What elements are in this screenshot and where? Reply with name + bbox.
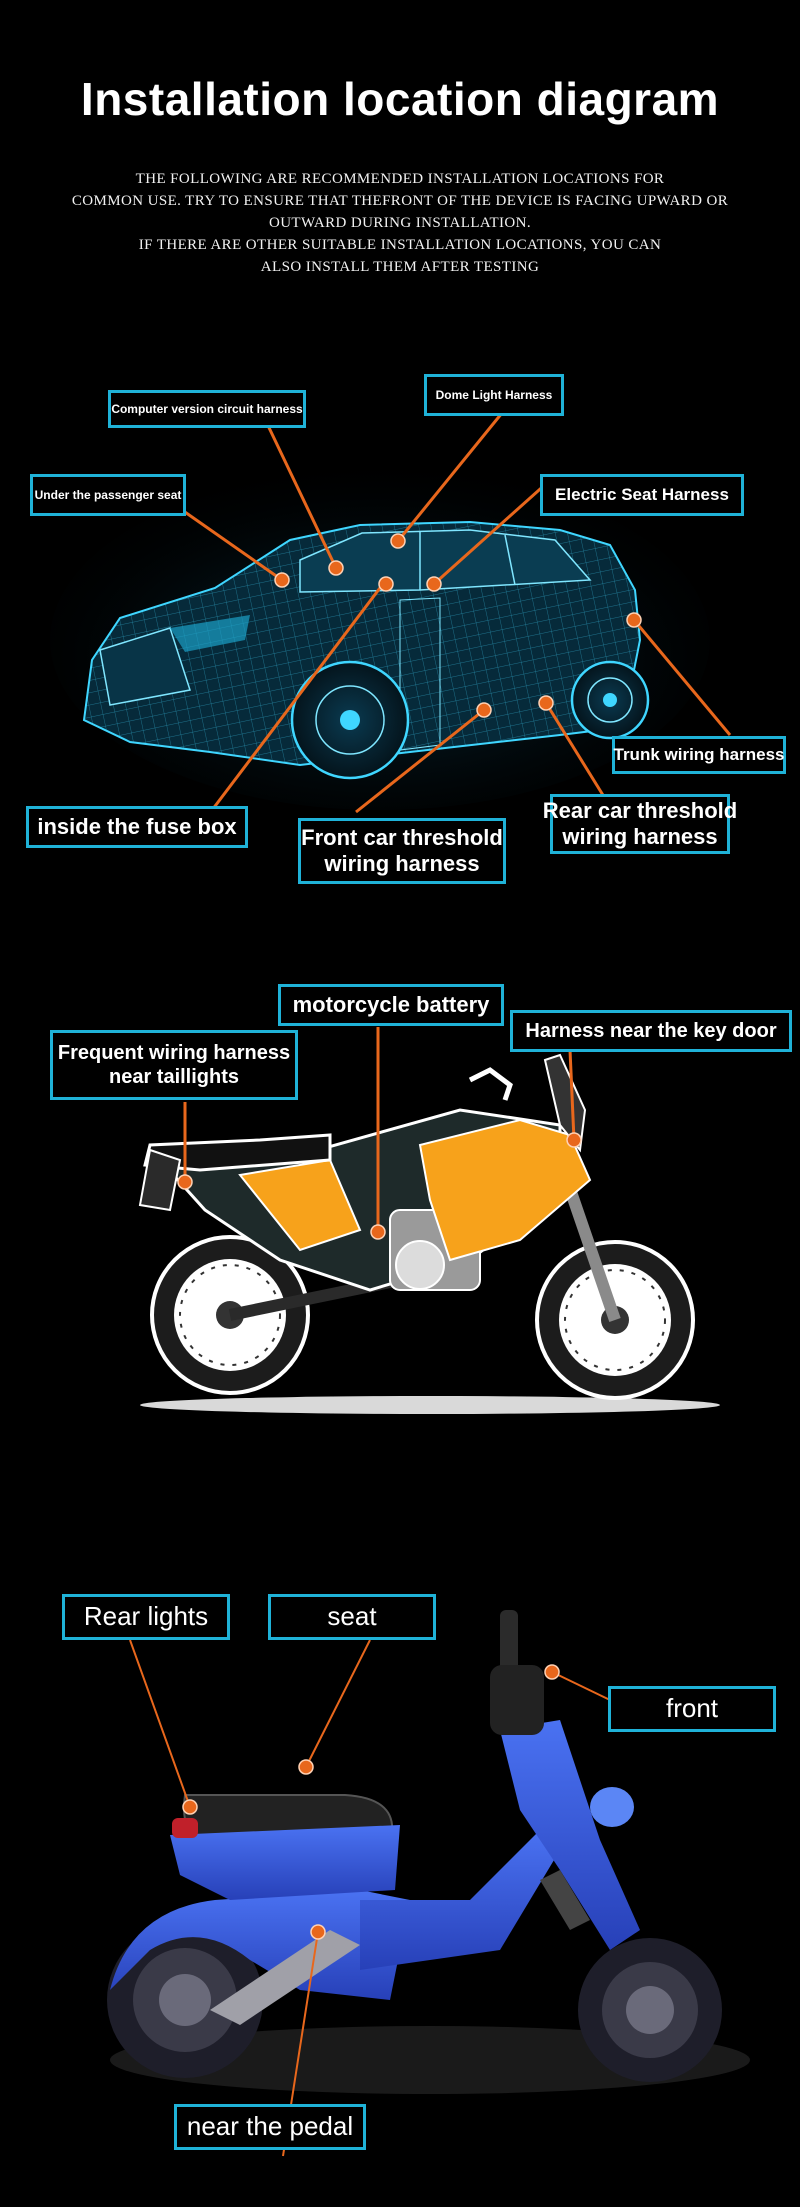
callout-seat: seat bbox=[268, 1594, 436, 1640]
callout-dome-light: Dome Light Harness bbox=[424, 374, 564, 416]
car-section: Computer version circuit harness Dome Li… bbox=[0, 0, 800, 900]
intro-text: THE FOLLOWING ARE RECOMMENDED INSTALLATI… bbox=[40, 168, 760, 278]
intro-line: OUTWARD DURING INSTALLATION. bbox=[268, 215, 532, 231]
callout-taillights: Frequent wiring harness near taillights bbox=[50, 1030, 298, 1100]
intro-line: COMMON USE. TRY TO ENSURE THAT THEFRONT … bbox=[71, 193, 729, 209]
callout-key-door: Harness near the key door bbox=[510, 1010, 792, 1052]
page-title: Installation location diagram bbox=[80, 73, 720, 125]
motorcycle-section: motorcycle battery Frequent wiring harne… bbox=[0, 960, 800, 1430]
callout-rear-threshold-line2: wiring harness bbox=[562, 824, 718, 849]
callout-fuse-box: inside the fuse box bbox=[26, 806, 248, 848]
motorcycle-illustration bbox=[138, 1027, 720, 1414]
callout-taillights-line2: near taillights bbox=[108, 1066, 240, 1088]
callout-passenger-seat: Under the passenger seat bbox=[30, 474, 186, 516]
car-illustration bbox=[50, 412, 732, 827]
callout-electric-seat: Electric Seat Harness bbox=[540, 474, 744, 516]
scooter-illustration bbox=[107, 1610, 750, 2157]
callout-taillights-line1: Frequent wiring harness bbox=[57, 1042, 291, 1064]
callout-rear-threshold: Rear car threshold wiring harness bbox=[543, 794, 737, 854]
callout-motorcycle-battery: motorcycle battery bbox=[278, 984, 504, 1026]
intro-line: ALSO INSTALL THEM AFTER TESTING bbox=[260, 259, 540, 275]
callout-near-pedal: near the pedal bbox=[174, 2104, 366, 2150]
callout-computer-harness: Computer version circuit harness bbox=[108, 390, 306, 428]
intro-line: THE FOLLOWING ARE RECOMMENDED INSTALLATI… bbox=[135, 171, 665, 187]
intro-line: IF THERE ARE OTHER SUITABLE INSTALLATION… bbox=[138, 237, 662, 253]
scooter-section: Rear lights seat front near the pedal bbox=[0, 1570, 800, 2207]
callout-rear-threshold-line1: Rear car threshold bbox=[542, 797, 738, 823]
callout-front-threshold-line2: wiring harness bbox=[324, 851, 480, 876]
callout-front-threshold-line1: Front car threshold bbox=[301, 824, 503, 850]
callout-front-threshold: Front car threshold wiring harness bbox=[298, 818, 506, 884]
callout-trunk: Trunk wiring harness bbox=[612, 736, 786, 774]
callout-front: front bbox=[608, 1686, 776, 1732]
callout-rear-lights: Rear lights bbox=[62, 1594, 230, 1640]
